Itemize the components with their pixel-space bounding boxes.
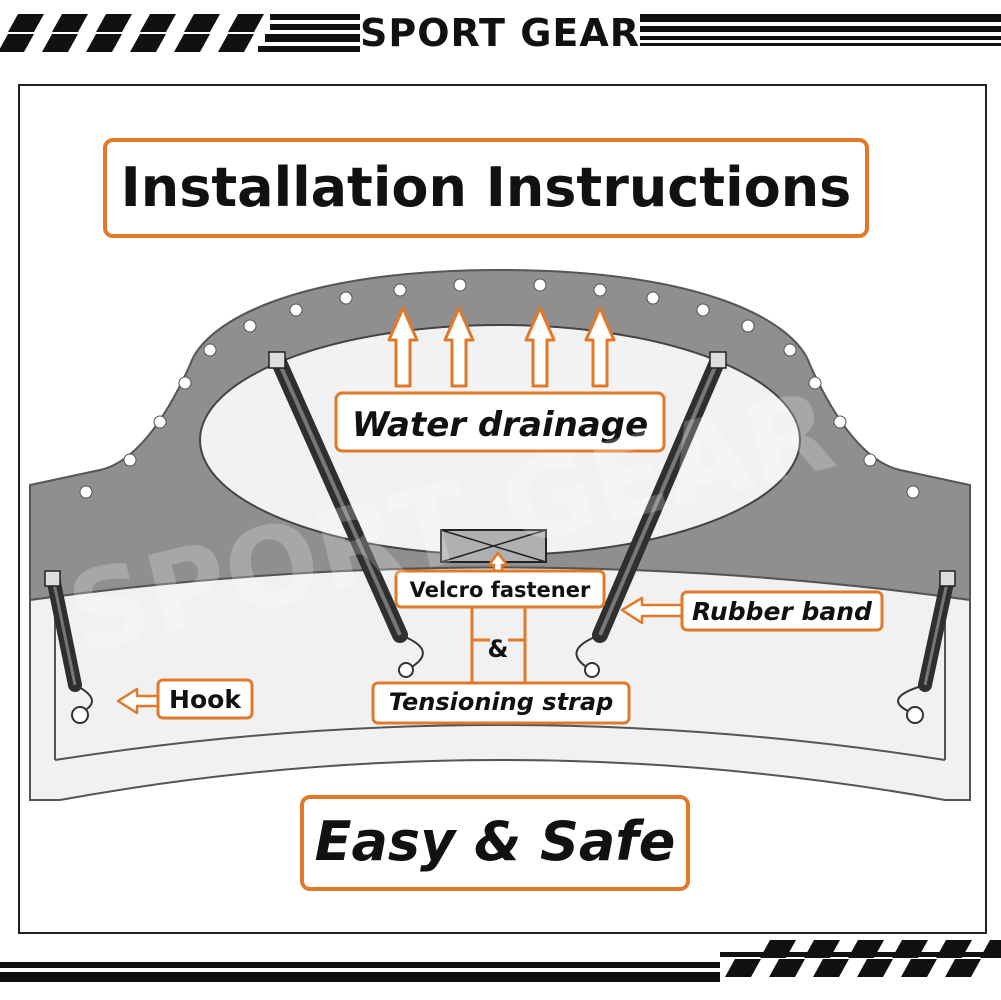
drainage-arrow: [443, 306, 475, 388]
footer-rule-left: [0, 972, 720, 982]
cover-inner-edge: [54, 724, 946, 761]
header-band: SPORT GEAR: [0, 11, 1001, 55]
ampersand-label: &: [488, 635, 509, 663]
drainage-hole: [153, 415, 167, 429]
footer-rule-left: [0, 962, 720, 968]
drainage-hole: [339, 291, 353, 305]
drainage-hole: [783, 343, 797, 357]
tagline-box: [300, 795, 690, 891]
brand-logo: SPORT GEAR: [360, 11, 640, 55]
drainage-hole: [863, 453, 877, 467]
hook-ring: [584, 662, 600, 678]
tensioning-strap-box: [371, 681, 631, 725]
rubber-band-strap-far-right: [897, 570, 956, 724]
drainage-hole: [741, 319, 755, 333]
drainage-hole: [123, 453, 137, 467]
hook-ring: [398, 662, 414, 678]
velcro-pad: [440, 529, 547, 563]
title-box: [103, 138, 869, 238]
drainage-hole: [646, 291, 660, 305]
drainage-hole: [203, 343, 217, 357]
tagline-text: Easy & Safe: [315, 810, 676, 873]
rubber-band-strap-left: [268, 351, 424, 678]
drainage-hole: [79, 485, 93, 499]
water-drainage-label: Water drainage: [352, 405, 648, 445]
drainage-arrows: [387, 306, 616, 388]
velcro-fastener-label: Velcro fastener: [410, 578, 591, 602]
checker-stripe-right: [725, 940, 1001, 977]
drainage-hole: [453, 278, 467, 292]
drainage-hole: [243, 319, 257, 333]
checker-stripe-left: [0, 14, 360, 52]
drainage-arrow: [584, 306, 616, 388]
hook-ring: [71, 706, 89, 724]
water-drainage-box: [334, 391, 666, 453]
tensioning-connector: [470, 640, 527, 684]
header-rule-right: [640, 14, 1001, 46]
hook-label: Hook: [169, 685, 242, 714]
drainage-hole: [808, 376, 822, 390]
drainage-hole: [833, 415, 847, 429]
drainage-hole: [593, 283, 607, 297]
tensioning-strap-label: Tensioning strap: [389, 688, 614, 716]
velcro-fastener-box: [394, 569, 606, 609]
drainage-hole: [533, 278, 547, 292]
hook-ring: [906, 706, 924, 724]
title-text: Installation Instructions: [121, 156, 852, 219]
drainage-hole: [178, 376, 192, 390]
drainage-hole: [906, 485, 920, 499]
drainage-arrow: [524, 306, 556, 388]
drainage-hole: [289, 303, 303, 317]
rubber-band-box: [680, 590, 884, 632]
rubber-band-strap-far-left: [44, 570, 93, 724]
hook-box: [156, 678, 254, 720]
drainage-hole: [696, 303, 710, 317]
rubber-band-label: Rubber band: [692, 597, 873, 626]
footer-band: [0, 940, 1001, 982]
drainage-arrow: [387, 306, 419, 388]
drainage-hole: [393, 283, 407, 297]
rubber-band-strap-right: [575, 351, 727, 678]
drainage-holes: [79, 278, 920, 499]
